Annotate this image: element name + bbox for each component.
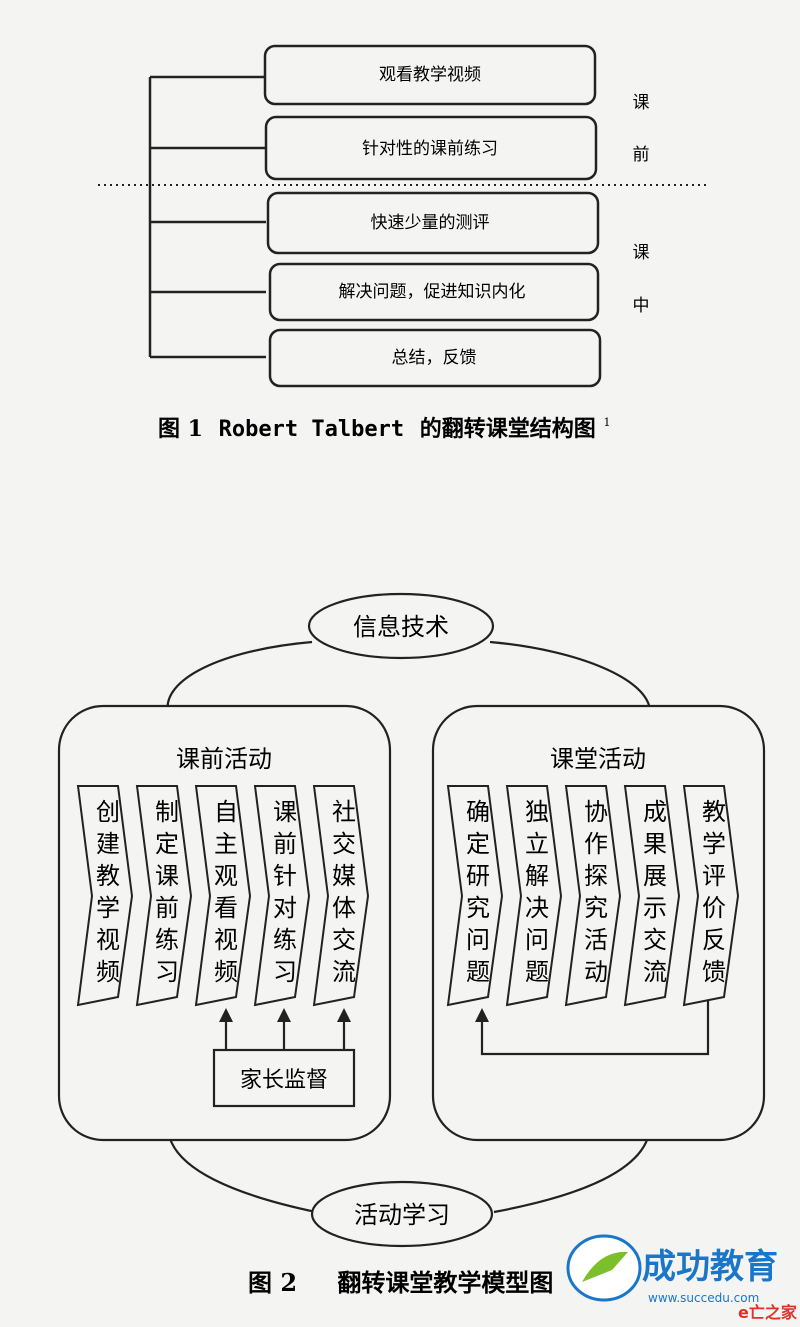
chevron-shape	[194, 785, 252, 1007]
caption-text: 翻转课堂教学模型图	[337, 1268, 553, 1297]
chevron-label: 教学评价反馈	[702, 798, 726, 986]
left-panel-title: 课前活动	[176, 745, 272, 773]
chevron-label: 创建教学视频	[96, 798, 120, 986]
watermark-tag: e亡之家	[738, 1303, 798, 1322]
chevron-label: 制定课前练习	[155, 798, 179, 986]
feedback-loop-arrow	[475, 1000, 710, 1056]
top-oval-label: 信息技术	[353, 613, 449, 641]
chevron-label: 课前针对练习	[273, 798, 297, 986]
step-label: 观看教学视频	[379, 65, 481, 85]
chevron-shape	[76, 785, 134, 1007]
chevron-shape	[623, 785, 681, 1007]
step-box-5: 总结，反馈	[268, 328, 602, 388]
chevron-shape	[564, 785, 622, 1007]
supervision-label: 家长监督	[240, 1068, 328, 1093]
cycle-arcs	[166, 640, 652, 1214]
chevron-shape	[505, 785, 563, 1007]
right-chevron-4: 成果展示交流	[623, 785, 681, 1007]
caption-suffix: 的翻转课堂结构图	[420, 416, 596, 442]
caption-prefix: 图 2	[248, 1268, 297, 1297]
chevron-shape	[312, 785, 370, 1007]
watermark: 成功教育 www.succedu.com e亡之家	[566, 1234, 798, 1322]
step-label: 总结，反馈	[392, 348, 477, 368]
left-chevron-1: 创建教学视频	[76, 785, 134, 1007]
right-chevron-1: 确定研究问题	[446, 785, 504, 1007]
step-box-1: 观看教学视频	[263, 44, 597, 106]
figure-2: 信息技术 课前活动 课堂活动 成功教育 www.succedu.com e亡之家…	[0, 560, 800, 1323]
figure-1-diagram: 观看教学视频 针对性的课前练习 快速少量的测评 解决问题，促进知识内化 总结，反…	[98, 44, 710, 442]
figure-2-diagram: 信息技术 课前活动 课堂活动 成功教育 www.succedu.com e亡之家…	[57, 592, 798, 1322]
left-chevron-2: 制定课前练习	[135, 785, 193, 1007]
chevron-shape	[446, 785, 504, 1007]
up-arrow-2	[277, 1008, 291, 1050]
figure-1: 观看教学视频 针对性的课前练习 快速少量的测评 解决问题，促进知识内化 总结，反…	[0, 0, 800, 470]
figure-1-caption: 图 1 Robert Talbert 的翻转课堂结构图 1	[158, 416, 610, 442]
right-chevron-3: 协作探究活动	[564, 785, 622, 1007]
step-label: 针对性的课前练习	[362, 139, 498, 159]
watermark-swoosh-icon	[582, 1251, 628, 1282]
chevron-label: 自主观看视频	[214, 798, 238, 986]
step-box-3: 快速少量的测评	[266, 191, 600, 255]
phase-in-char-2: 中	[633, 296, 650, 316]
chevron-label: 确定研究问题	[466, 798, 490, 986]
chevron-label: 社交媒体交流	[332, 798, 356, 986]
figure-2-caption: 图 2 翻转课堂教学模型图	[248, 1268, 553, 1297]
step-label: 解决问题，促进知识内化	[339, 282, 526, 302]
top-oval: 信息技术	[307, 592, 495, 660]
step-label: 快速少量的测评	[371, 213, 490, 233]
bottom-oval-label: 活动学习	[354, 1201, 450, 1229]
watermark-url: www.succedu.com	[648, 1291, 759, 1305]
supervision-box: 家长监督	[212, 1048, 356, 1108]
step-box-2: 针对性的课前练习	[264, 115, 598, 181]
up-arrow-3	[337, 1008, 351, 1050]
left-chevron-5: 社交媒体交流	[312, 785, 370, 1007]
step-box-4: 解决问题，促进知识内化	[268, 262, 600, 322]
chevron-shape	[253, 785, 311, 1007]
right-panel-title: 课堂活动	[550, 745, 646, 773]
phase-pre-char-2: 前	[633, 145, 650, 165]
chevron-shape	[682, 785, 740, 1007]
phase-in-char-1: 课	[633, 243, 650, 263]
bottom-oval: 活动学习	[310, 1180, 494, 1248]
chevron-label: 协作探究活动	[584, 798, 608, 986]
chevron-shape	[135, 785, 193, 1007]
chevron-label: 独立解决问题	[525, 798, 549, 986]
caption-name: Robert Talbert	[219, 417, 404, 442]
right-chevron-2: 独立解决问题	[505, 785, 563, 1007]
caption-prefix: 图 1	[158, 416, 203, 442]
up-arrow-1	[219, 1008, 233, 1050]
figure-2-dynamic: 创建教学视频 制定课前练习 自主观看视频 课前针对练习 社交媒体交流 确定研究问题 独立解决…	[76, 785, 740, 1248]
phase-pre-char-1: 课	[633, 93, 650, 113]
watermark-brand: 成功教育	[642, 1247, 778, 1287]
chevron-label: 成果展示交流	[643, 798, 667, 986]
caption-superscript: 1	[603, 416, 610, 429]
left-chevron-4: 课前针对练习	[253, 785, 311, 1007]
left-chevron-3: 自主观看视频	[194, 785, 252, 1007]
right-chevron-5: 教学评价反馈	[682, 785, 740, 1007]
